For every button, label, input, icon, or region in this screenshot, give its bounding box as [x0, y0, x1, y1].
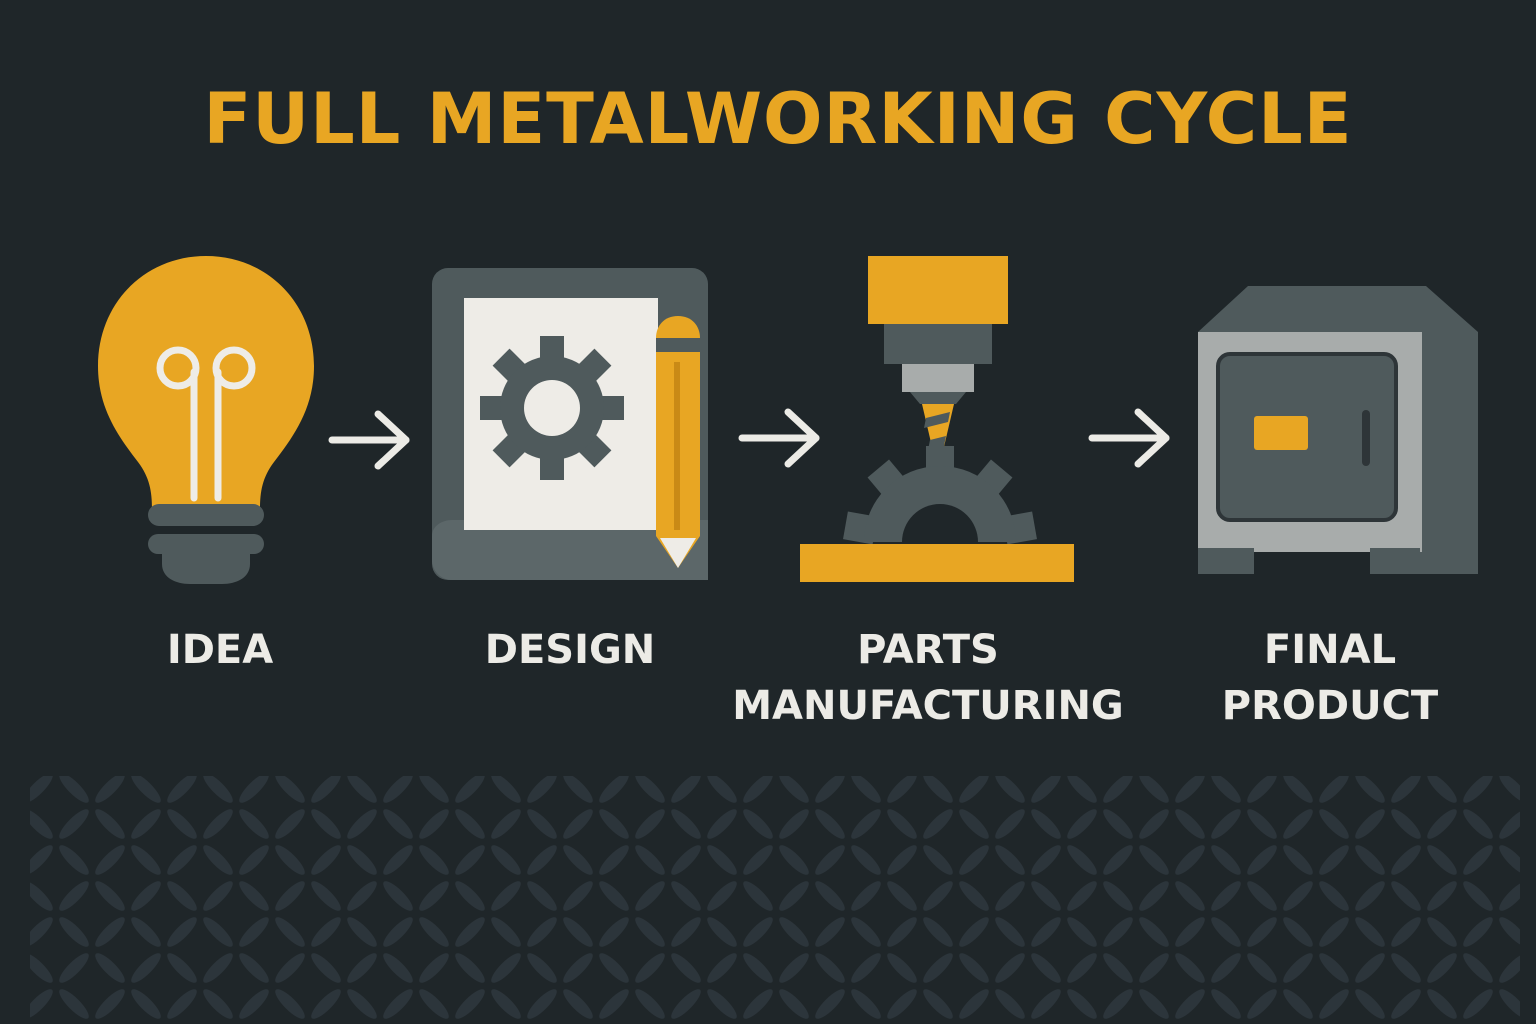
cnc-machine-icon — [800, 256, 1074, 582]
step-label-parts-manufacturing: PARTS MANUFACTURING — [732, 627, 1124, 729]
arrow-right-icon — [328, 410, 410, 470]
arrow-right-icon — [1088, 408, 1170, 468]
safe-icon — [1198, 286, 1478, 574]
step-label-final-product: FINAL PRODUCT — [1221, 627, 1439, 729]
step-label-idea: IDEA — [166, 627, 274, 673]
light-bulb-icon — [98, 256, 314, 584]
page-title: FULL METALWORKING CYCLE — [203, 78, 1353, 160]
arrow-right-icon — [738, 408, 820, 468]
blueprint-pencil-icon — [432, 268, 708, 580]
tread-plate-pattern — [30, 776, 1520, 1024]
step-label-design: DESIGN — [484, 627, 656, 673]
